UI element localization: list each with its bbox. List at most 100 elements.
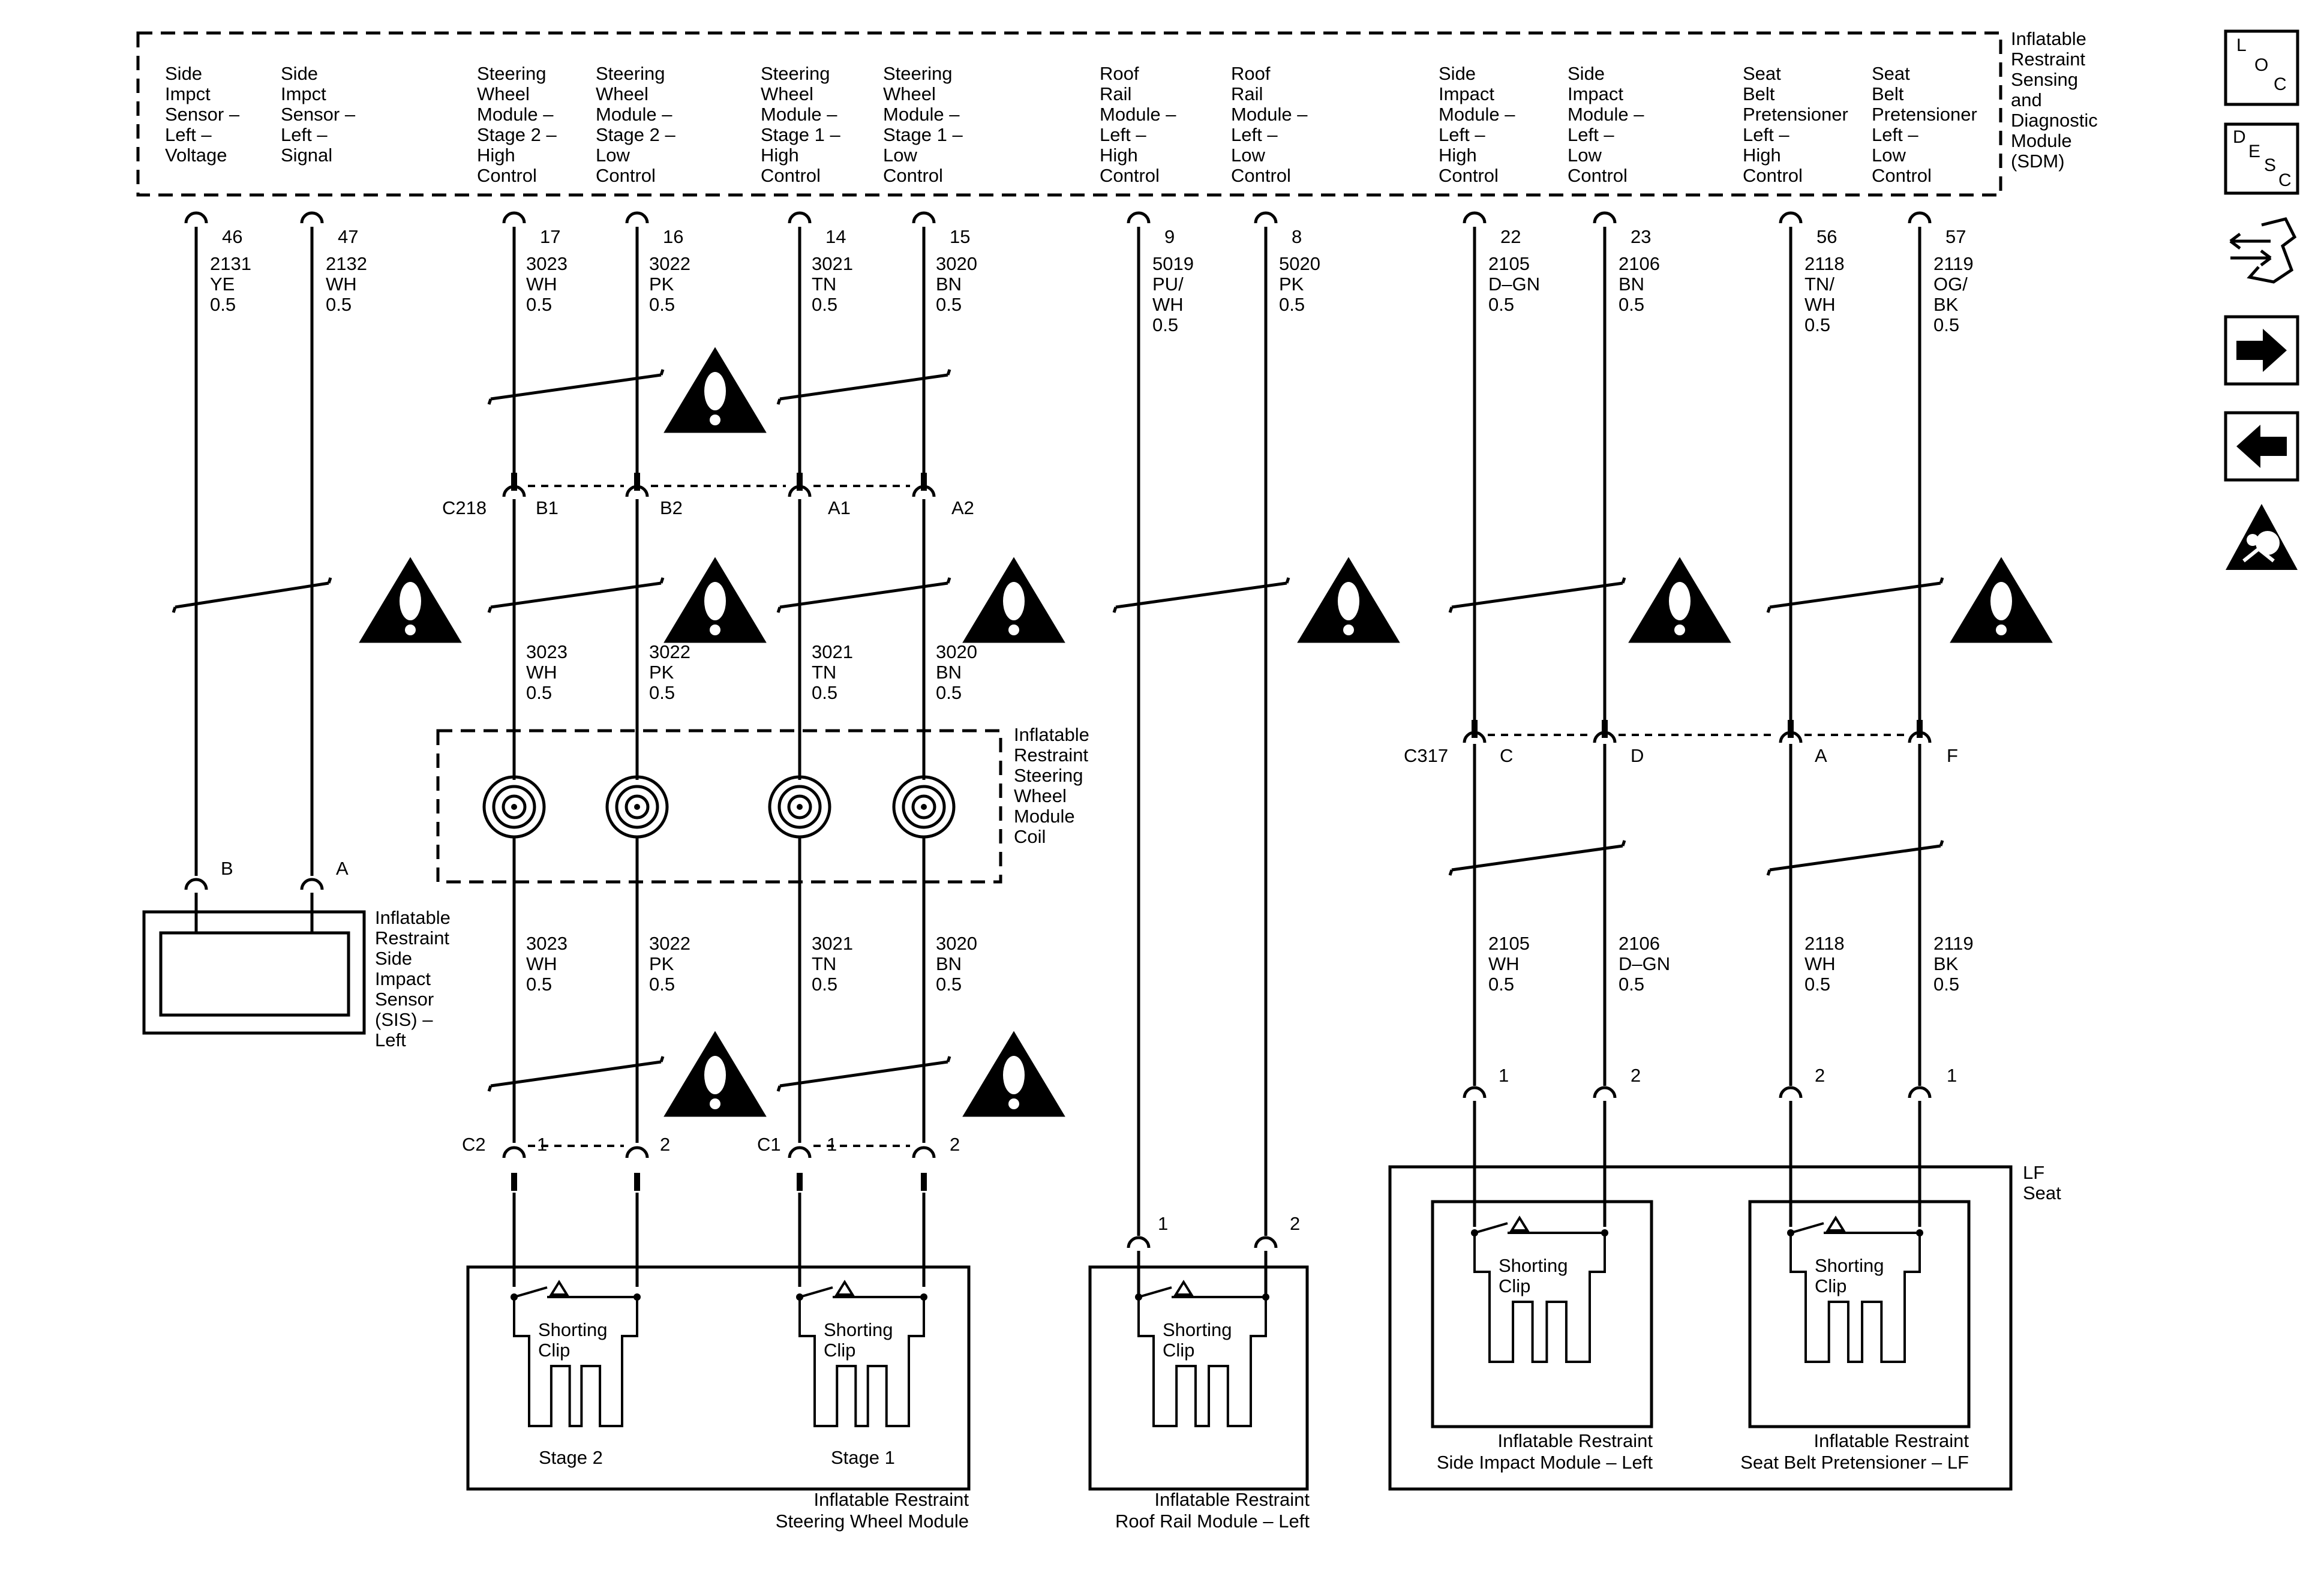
sdm-pin-label: Steering [477,63,546,84]
circuit-label: 2118 [1804,933,1845,954]
circuit-label: WH [526,274,557,295]
sdm-pin-label: Left – [1872,124,1918,145]
sdm-connector-socket [1127,211,1151,224]
shorting-clip-label: Clip [1815,1275,1846,1296]
desc-icon[interactable] [2224,122,2299,195]
pretensioner-pin-label: 2 [1815,1065,1825,1086]
warning-triangle-icon [1297,557,1400,643]
sdm-connector-socket [502,211,526,224]
twisted-pair-mark [490,373,662,401]
twisted-pair-mark [490,581,662,609]
circuit-label: 0.5 [812,682,837,703]
sdm-pin-label: Steering [761,63,830,84]
clockspring-coil-icon [482,775,546,839]
circuit-label: 0.5 [1488,974,1514,995]
circuit-label: 5019 [1152,253,1194,274]
circuit-label: TN [812,274,836,295]
sdm-pin-label: Low [1568,145,1602,166]
clip-latch [1509,1215,1530,1232]
circuit-label: 0.5 [649,294,675,315]
roof-rail-module-outline [1088,1265,1309,1491]
c1-pin-label: 2 [950,1134,960,1155]
sdm-pin-label: Low [1231,145,1265,166]
previous-page-arrow-icon[interactable] [2224,411,2299,482]
side-impact-module-label: Side Impact Module – Left [1437,1452,1653,1473]
circuit-label: 2106 [1619,933,1660,954]
circuit-label: 0.5 [1933,314,1959,335]
steering-wheel-module-label: Steering Wheel Module [776,1511,969,1532]
shorting-clip-label: Shorting [824,1319,893,1340]
symbols [172,211,2053,1427]
twisted-pair-tick [776,607,782,613]
pretensioner-shorting-clip [1787,1215,1923,1363]
component-outlines [136,31,2013,1491]
circuit-label: 0.5 [649,974,675,995]
sdm-connector-socket [300,211,324,224]
sdm-pin-label: Stage 1 – [883,124,963,145]
sis-inner [159,931,350,1017]
warning-mark [704,582,726,620]
circuit-label: 0.5 [1488,294,1514,315]
clockspring-coil-icon [605,775,669,839]
connector-end-view-icon[interactable] [2229,217,2297,284]
next-page-arrow-icon[interactable] [2224,315,2299,386]
clip-switch [514,1286,548,1298]
warning-dot [710,415,720,425]
coil-ring [902,785,946,829]
twisted-pair-tick [946,577,951,584]
steering-wheel-module-outline [466,1265,971,1491]
c317-pin [1917,720,1923,738]
sis-label: Left [375,1029,406,1050]
sis-label: Impact [375,968,431,989]
clip-connector-body [513,1297,638,1427]
twisted-pair-tick [1766,607,1771,613]
sis-label: (SIS) – [375,1009,433,1030]
c1-label: C1 [757,1134,781,1155]
circuit-label: YE [210,274,235,295]
circuit-label: 0.5 [649,682,675,703]
sdm-pin-number: 46 [222,226,242,247]
c218-socket [625,485,649,497]
c218-socket [502,485,526,497]
airbag-icon[interactable] [2226,504,2298,570]
warning-dot [1674,625,1685,635]
c317-pin [1602,720,1608,738]
twisted-pair-tick [1621,577,1626,584]
c2-label: C2 [462,1134,486,1155]
circuit-label: BN [1619,274,1644,295]
twisted-pair-tick [487,1085,493,1092]
roof-rail-connector-socket [1254,1236,1278,1248]
circuit-label: 2105 [1488,933,1530,954]
twisted-pair-mark [1451,844,1623,872]
circuit-label: BK [1933,294,1959,315]
sdm-pin-label: High [1100,145,1138,166]
warning-triangle-icon [962,1031,1065,1117]
sdm-pin-label: Belt [1743,83,1775,104]
lf-seat-label: LF [2023,1162,2044,1183]
pretensioner-module-label: Seat Belt Pretensioner – LF [1740,1452,1969,1473]
c2c1-socket [625,1146,649,1158]
sdm-pin-label: Left – [1439,124,1485,145]
circuit-label: D–GN [1619,953,1670,974]
twisted-pair-tick [659,369,665,376]
c1-pin-label: 1 [827,1134,837,1155]
clip-switch [1790,1222,1824,1234]
c218-pin [921,473,927,491]
lf-seat-outline [1388,1165,2013,1491]
pretensioner-module-label: Inflatable Restraint [1814,1430,1969,1451]
clip-switch [1138,1286,1172,1298]
sdm-pin-label: Steering [596,63,665,84]
loc-icon[interactable] [2224,29,2299,106]
circuit-label: WH [326,274,357,295]
sdm-connector-socket [184,211,208,224]
sdm-pin-label: Left – [1231,124,1278,145]
sdm-pin-number: 8 [1292,226,1302,247]
circuit-label: TN [812,953,836,974]
sdm-title-line: Sensing [2011,69,2078,90]
sdm-pin-number: 15 [950,226,970,247]
circuit-label: 0.5 [936,974,962,995]
circuit-label: 2131 [210,253,251,274]
sdm-pin-label: Left – [165,124,212,145]
sdm-pin-label: Module – [596,104,672,125]
sdm-pin-label: High [477,145,515,166]
